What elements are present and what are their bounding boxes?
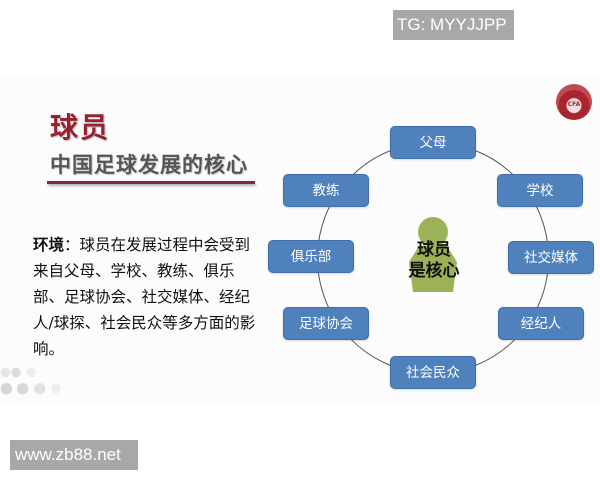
player-person-icon: [409, 217, 457, 292]
slide-title: 球员: [50, 111, 111, 144]
node-agent: 经纪人: [498, 307, 584, 340]
center-label-line1: 球员: [417, 240, 451, 260]
node-public: 社会民众: [390, 356, 476, 389]
decorative-dots: [0, 367, 61, 395]
slide-subtitle: 中国足球发展的核心: [50, 153, 248, 177]
node-social-media: 社交媒体: [508, 241, 594, 274]
center-label: 球员 是核心: [402, 240, 466, 282]
node-club: 俱乐部: [268, 240, 354, 273]
body-text: ：球员在发展过程中会受到来自父母、学校、教练、俱乐部、足球协会、社交媒体、经纪人…: [33, 236, 256, 358]
title-underline: [47, 181, 255, 184]
node-football-association: 足球协会: [283, 307, 369, 340]
body-paragraph: 环境：球员在发展过程中会受到来自父母、学校、教练、俱乐部、足球协会、社交媒体、经…: [33, 232, 258, 362]
watermark-bottom: www.zb88.net: [10, 440, 138, 470]
body-label: 环境: [33, 236, 65, 254]
center-label-line2: 是核心: [408, 261, 460, 281]
cfa-logo-icon: CFA: [556, 84, 592, 120]
node-coach: 教练: [283, 174, 369, 207]
logo-text: CFA: [567, 101, 581, 108]
node-parents: 父母: [390, 126, 476, 159]
watermark-top: TG: MYYJJPP: [393, 10, 514, 40]
node-school: 学校: [497, 174, 583, 207]
